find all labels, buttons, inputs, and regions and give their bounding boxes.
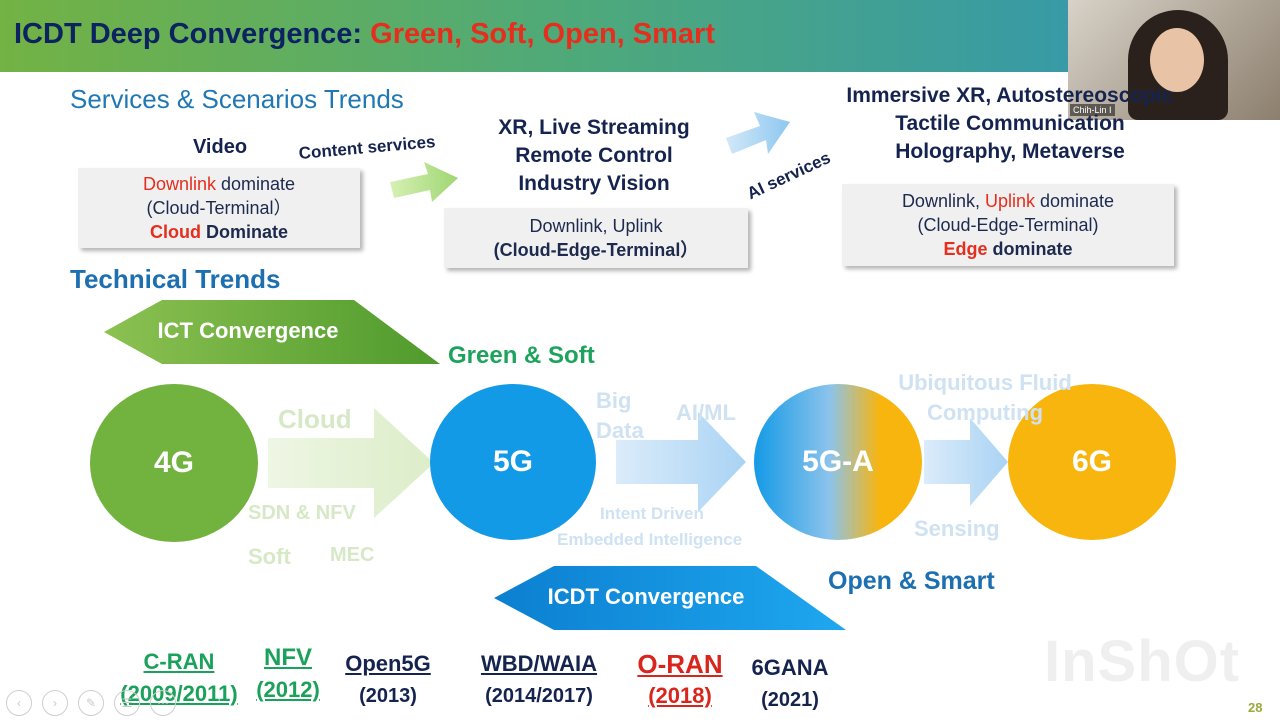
- pen-icon[interactable]: ✎: [78, 690, 104, 716]
- presenter-name: Chih-Lin I: [1070, 104, 1115, 116]
- sensing-label: Sensing: [914, 516, 1000, 541]
- circle-6g: 6G: [1008, 384, 1176, 540]
- more-icon[interactable]: ⋯: [150, 690, 176, 716]
- timeline-cran: C-RAN(2009/2011): [120, 649, 238, 706]
- timeline-open5g: Open5G(2013): [345, 651, 431, 707]
- intent-driven-label: Intent Driven: [600, 504, 704, 523]
- circle-5ga: 5G-A: [754, 384, 922, 540]
- icdt-convergence-label: ICDT Convergence: [547, 584, 745, 609]
- icdt-convergence-arrow: [494, 566, 846, 630]
- ubiquitous-computing-label: Ubiquitous Fluid Computing: [898, 370, 1072, 425]
- sdn-nfv-label: SDN & NFV: [248, 502, 356, 524]
- video-box: Downlink dominate (Cloud-Terminal） Cloud…: [78, 168, 360, 248]
- green-soft-label: Green & Soft: [448, 342, 595, 369]
- page-number: 28: [1248, 700, 1263, 715]
- ict-convergence-label: ICT Convergence: [157, 318, 339, 343]
- open-smart-label: Open & Smart: [828, 567, 995, 595]
- ict-convergence-arrow: [104, 300, 440, 364]
- slide-title: ICDT Deep Convergence: Green, Soft, Open…: [14, 18, 715, 50]
- big-label: Big: [596, 388, 632, 413]
- xr-box: Downlink, Uplink (Cloud-Edge-Terminal）: [444, 208, 748, 268]
- circle-5g: 5G: [430, 384, 596, 540]
- circle-4g: 4G: [90, 384, 258, 542]
- content-arrow: [390, 162, 458, 202]
- ai-ml-label: AI/ML: [676, 400, 736, 425]
- embedded-intelligence-label: Embedded Intelligence: [557, 530, 743, 549]
- sensing-arrow: [924, 418, 1008, 506]
- mec-label: MEC: [330, 544, 375, 566]
- bigdata-arrow: [616, 412, 746, 512]
- prev-icon[interactable]: ‹: [6, 690, 32, 716]
- timeline-wbd-waia: WBD/WAIA(2014/2017): [480, 651, 598, 707]
- cloud-arrow: [268, 408, 434, 518]
- timeline-nfv: NFV(2012): [256, 644, 320, 702]
- menu-icon[interactable]: ☰: [114, 690, 140, 716]
- video-label: Video: [192, 136, 248, 158]
- data-label: Data: [596, 418, 644, 443]
- title-banner: [0, 0, 1280, 72]
- next-icon[interactable]: ›: [42, 690, 68, 716]
- soft-label: Soft: [248, 544, 291, 569]
- timeline-6gana: 6GANA(2021): [751, 655, 829, 711]
- immersive-box: Downlink, Uplink dominate (Cloud-Edge-Te…: [842, 184, 1174, 266]
- presenter-face: [1150, 28, 1204, 92]
- technical-heading: Technical Trends: [70, 264, 281, 294]
- inshot-watermark: InShOt: [1044, 629, 1241, 694]
- presenter-video: Chih-Lin I: [1068, 0, 1280, 120]
- timeline-oran: O-RAN(2018): [637, 649, 723, 708]
- immersive-services: Immersive XR, Autostereoscopic Tactile C…: [846, 84, 1174, 163]
- xr-services: XR, Live Streaming Remote Control Indust…: [498, 116, 690, 195]
- services-heading: Services & Scenarios Trends: [70, 84, 404, 114]
- cloud-label: Cloud: [278, 404, 352, 434]
- title-highlight: Green, Soft, Open, Smart: [370, 18, 715, 50]
- ai-arrow: [726, 112, 790, 154]
